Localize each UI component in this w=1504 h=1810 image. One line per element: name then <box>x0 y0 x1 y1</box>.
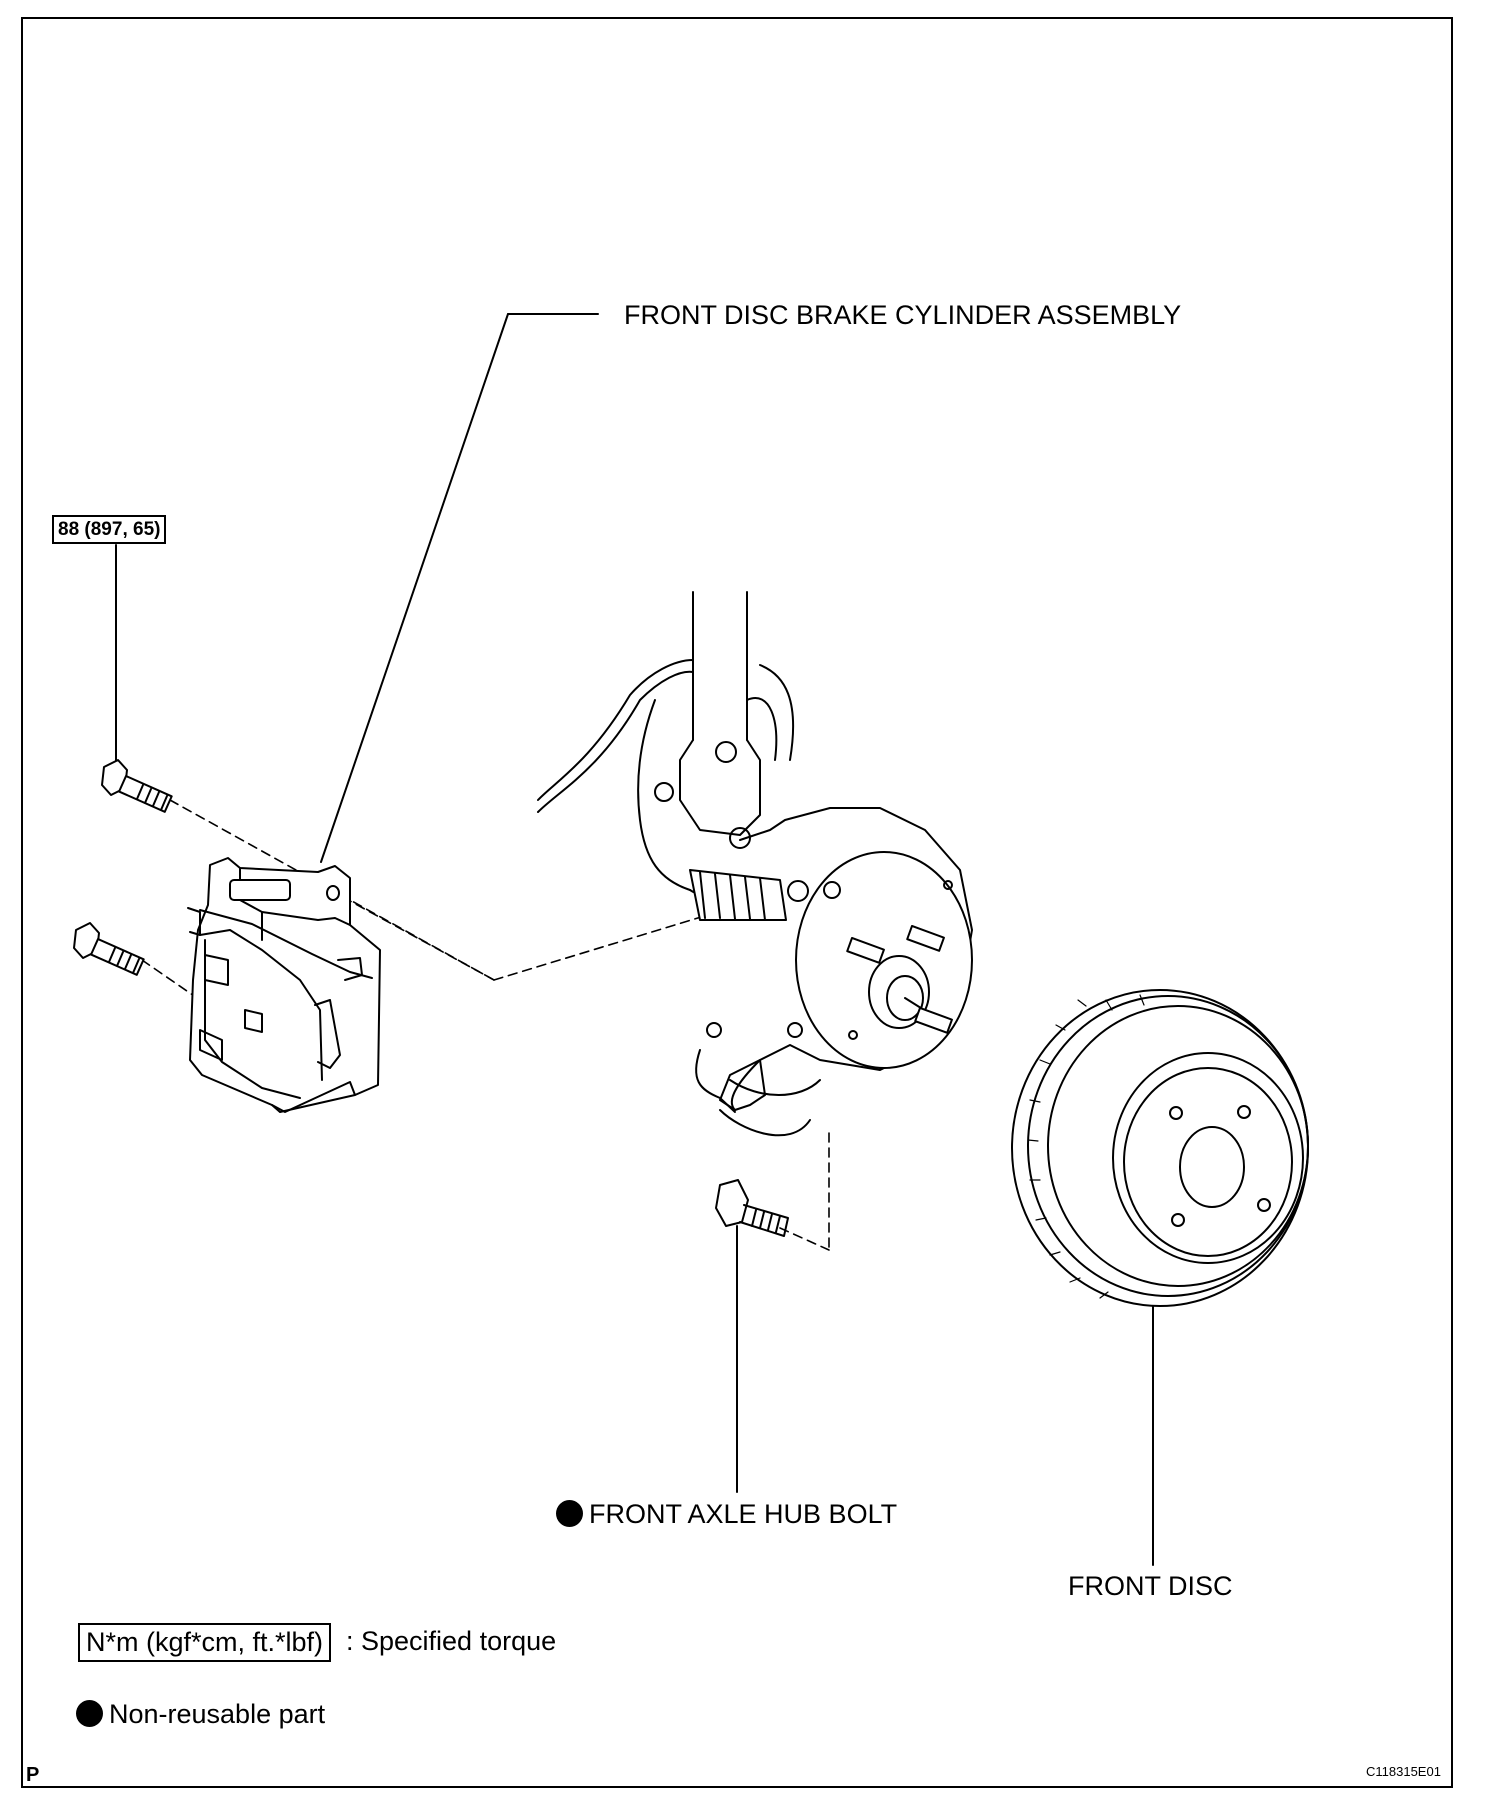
diagram-frame <box>21 17 1453 1788</box>
caliper-bolt-lower <box>73 922 145 976</box>
front-disc-label: FRONT DISC <box>1068 1571 1233 1601</box>
wheel-hub <box>787 851 973 1069</box>
caliper-bolt-upper <box>101 759 173 813</box>
legend-torque-box: N*m (kgf*cm, ft.*lbf) <box>78 1623 332 1662</box>
torque-spec-box: 88 (897, 65) <box>52 515 167 544</box>
corner-letter: P <box>26 1764 40 1786</box>
steering-knuckle <box>537 591 973 1137</box>
filled-circle-icon <box>556 1500 583 1527</box>
cylinder-assembly-label: FRONT DISC BRAKE CYLINDER ASSEMBLY <box>624 300 1182 330</box>
leader-lines <box>115 313 1154 1566</box>
hub-bolt-label: FRONT AXLE HUB BOLT <box>556 1500 897 1528</box>
legend-nonreusable-text: Non-reusable part <box>109 1699 326 1729</box>
front-disc-rotor <box>1011 989 1309 1307</box>
figure-id: C118315E01 <box>1366 1764 1441 1779</box>
legend-nonreusable: Non-reusable part <box>76 1700 325 1728</box>
hub-bolt-label-text: FRONT AXLE HUB BOLT <box>589 1499 898 1529</box>
filled-circle-icon <box>76 1700 103 1727</box>
brake-caliper <box>187 857 381 1113</box>
legend-torque-desc: : Specified torque <box>346 1626 557 1656</box>
hub-bolt <box>715 1179 789 1237</box>
